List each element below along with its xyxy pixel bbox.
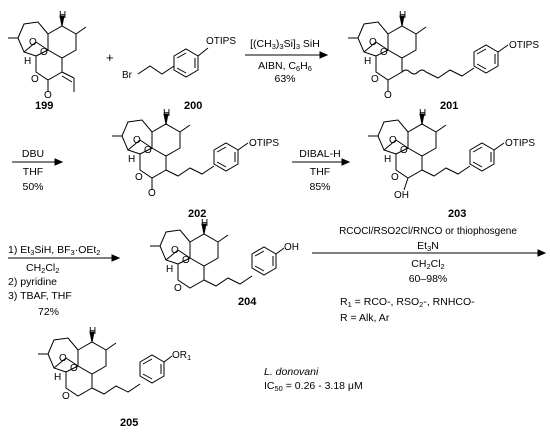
atom-or1-205: OR1 — [172, 350, 192, 362]
compound-label-203: 203 — [448, 208, 467, 220]
atom-br-200: Br — [122, 70, 132, 81]
atom-oh-204: OH — [284, 242, 299, 253]
step2-solvent: THF — [22, 166, 44, 178]
atom-h-201: H — [399, 10, 407, 21]
step5-reagents: RCOCl/RSO2Cl/RNCO or thiophosgene — [339, 226, 517, 237]
step1-reagent: [(CH3)3Si]3 SiH — [250, 38, 320, 51]
compound-204-structure — [149, 223, 285, 289]
atom-h-202b: H — [128, 154, 136, 165]
atom-o-202a: O — [133, 135, 141, 146]
atom-o-202c: O — [135, 172, 143, 183]
atom-h-202: H — [163, 108, 171, 119]
plus-sign: + — [106, 50, 114, 65]
step2-reagent: DBU — [21, 148, 45, 160]
r-definition: R = Alk, Ar — [340, 312, 390, 324]
atom-o-201d: O — [384, 90, 392, 101]
atom-h-204b: H — [166, 264, 174, 275]
atom-h-204: H — [201, 218, 209, 229]
compound-202-structure — [111, 113, 249, 190]
compound-205-structure — [37, 331, 173, 397]
step5-solvent: CH2Cl2 — [411, 258, 445, 271]
atom-otips-202: OTIPS — [249, 138, 280, 149]
atom-o-201c: O — [371, 74, 379, 85]
atom-o-205b: O — [70, 363, 78, 374]
ic50-value: IC50 = 0.26 - 3.18 μM — [264, 380, 363, 393]
atom-o-202b: O — [144, 145, 152, 156]
atom-o-203c: O — [391, 172, 399, 183]
step1-yield: 63% — [274, 73, 296, 85]
atom-o-201a: O — [369, 37, 377, 48]
compound-label-199: 199 — [35, 100, 54, 112]
atom-h-199: H — [59, 10, 67, 21]
step4-yield: 72% — [38, 306, 60, 318]
step3-reagent: DIBAL-H — [299, 148, 341, 160]
atom-o-203b: O — [400, 145, 408, 156]
atom-o-199a: O — [29, 37, 37, 48]
atom-h-201b: H — [364, 56, 372, 67]
r1-definition: R1 = RCO-, RSO2-, RNHCO- — [340, 296, 475, 309]
atom-h-205: H — [89, 326, 97, 337]
atom-otips-203: OTIPS — [505, 138, 536, 149]
atom-h-203: H — [419, 108, 427, 119]
step1-conditions: AIBN, C6H6 — [258, 60, 312, 73]
atom-o-201b: O — [380, 47, 388, 58]
step4-line3: 2) pyridine — [8, 276, 58, 288]
organism-name: L. donovani — [264, 366, 319, 378]
compound-203-structure — [367, 113, 505, 191]
atom-otips-200: OTIPS — [206, 36, 237, 47]
step3-solvent: THF — [309, 166, 331, 178]
atom-otips-201: OTIPS — [509, 40, 540, 51]
atom-o-205a: O — [59, 353, 67, 364]
atom-h-199b: H — [24, 56, 32, 67]
atom-oh-203: OH — [394, 190, 409, 201]
atom-o-199d: O — [44, 90, 52, 101]
atom-o-204a: O — [171, 245, 179, 256]
compound-label-205: 205 — [120, 417, 139, 429]
compound-label-204: 204 — [238, 296, 257, 308]
atom-o-199b: O — [40, 47, 48, 58]
step5-yield: 60–98% — [408, 273, 448, 285]
atom-o-203a: O — [389, 135, 397, 146]
step3-yield: 85% — [309, 181, 331, 193]
atom-o-199c: O — [31, 74, 39, 85]
atom-o-205c: O — [62, 391, 70, 402]
atom-h-203b: H — [384, 154, 392, 165]
step4-line1: 1) Et3SiH, BF3·OEt2 — [8, 244, 101, 257]
step4-line2: CH2Cl2 — [26, 262, 60, 275]
atom-h-205b: H — [54, 372, 62, 383]
step2-yield: 50% — [22, 181, 44, 193]
step5-base: Et3N — [417, 240, 439, 253]
compound-label-202: 202 — [188, 208, 207, 220]
atom-o-204c: O — [174, 283, 182, 294]
atom-o-204b: O — [182, 255, 190, 266]
compound-200-structure — [137, 47, 209, 78]
step4-line4: 3) TBAF, THF — [8, 290, 72, 302]
compound-label-200: 200 — [184, 100, 203, 112]
compound-label-201: 201 — [440, 100, 459, 112]
atom-o-202d: O — [148, 188, 156, 199]
compound-201-structure — [347, 15, 509, 92]
compound-199-structure — [7, 15, 87, 92]
